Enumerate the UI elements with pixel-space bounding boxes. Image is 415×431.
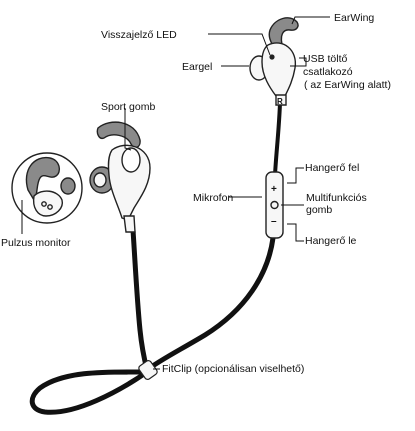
volume-down-label: Hangerő le xyxy=(305,235,357,247)
remote-minus-mark: – xyxy=(271,216,277,227)
inline-remote-icon xyxy=(266,172,283,238)
right-earbud-icon xyxy=(250,18,298,105)
earwing-label: EarWing xyxy=(334,12,374,24)
eargel-label: Eargel xyxy=(182,61,212,73)
sport-button xyxy=(122,148,140,172)
multifunction-label-line1: Multifunkciós xyxy=(306,192,367,204)
sport-button-label: Sport gomb xyxy=(101,101,155,113)
left-cable-upper xyxy=(133,230,147,370)
left-earbud-icon xyxy=(90,122,150,232)
pulse-monitor-label: Pulzus monitor xyxy=(1,237,71,249)
right-cable-upper xyxy=(275,103,280,175)
microphone-label: Mikrofon xyxy=(193,192,233,204)
remote-plus-mark: + xyxy=(271,184,277,195)
volume-up-label: Hangerő fel xyxy=(305,162,359,174)
right-led-dot xyxy=(269,54,274,59)
cable-loop xyxy=(32,372,147,412)
multifunction-label-line2: gomb xyxy=(306,204,332,216)
fitclip-label: FitClip (opcionálisan viselhető) xyxy=(162,363,304,375)
right-cable-lower xyxy=(147,238,273,370)
led-label: Visszajelző LED xyxy=(101,29,177,41)
detail-body xyxy=(34,191,63,216)
volume-up-callout xyxy=(287,168,304,183)
left-eargel-inner xyxy=(94,173,106,187)
usb-label-line1: USB töltő xyxy=(303,53,348,65)
led-callout xyxy=(208,34,270,55)
usb-label-line2: csatlakozó xyxy=(303,66,353,78)
remote-body xyxy=(266,172,283,238)
right-body xyxy=(262,43,295,96)
left-stem xyxy=(124,216,135,232)
usb-label-line3: ( az EarWing alatt) xyxy=(304,79,391,91)
left-earwing xyxy=(97,122,140,147)
right-side-mark: R xyxy=(277,97,283,106)
detail-eargel xyxy=(61,178,75,194)
volume-down-callout xyxy=(287,224,304,241)
